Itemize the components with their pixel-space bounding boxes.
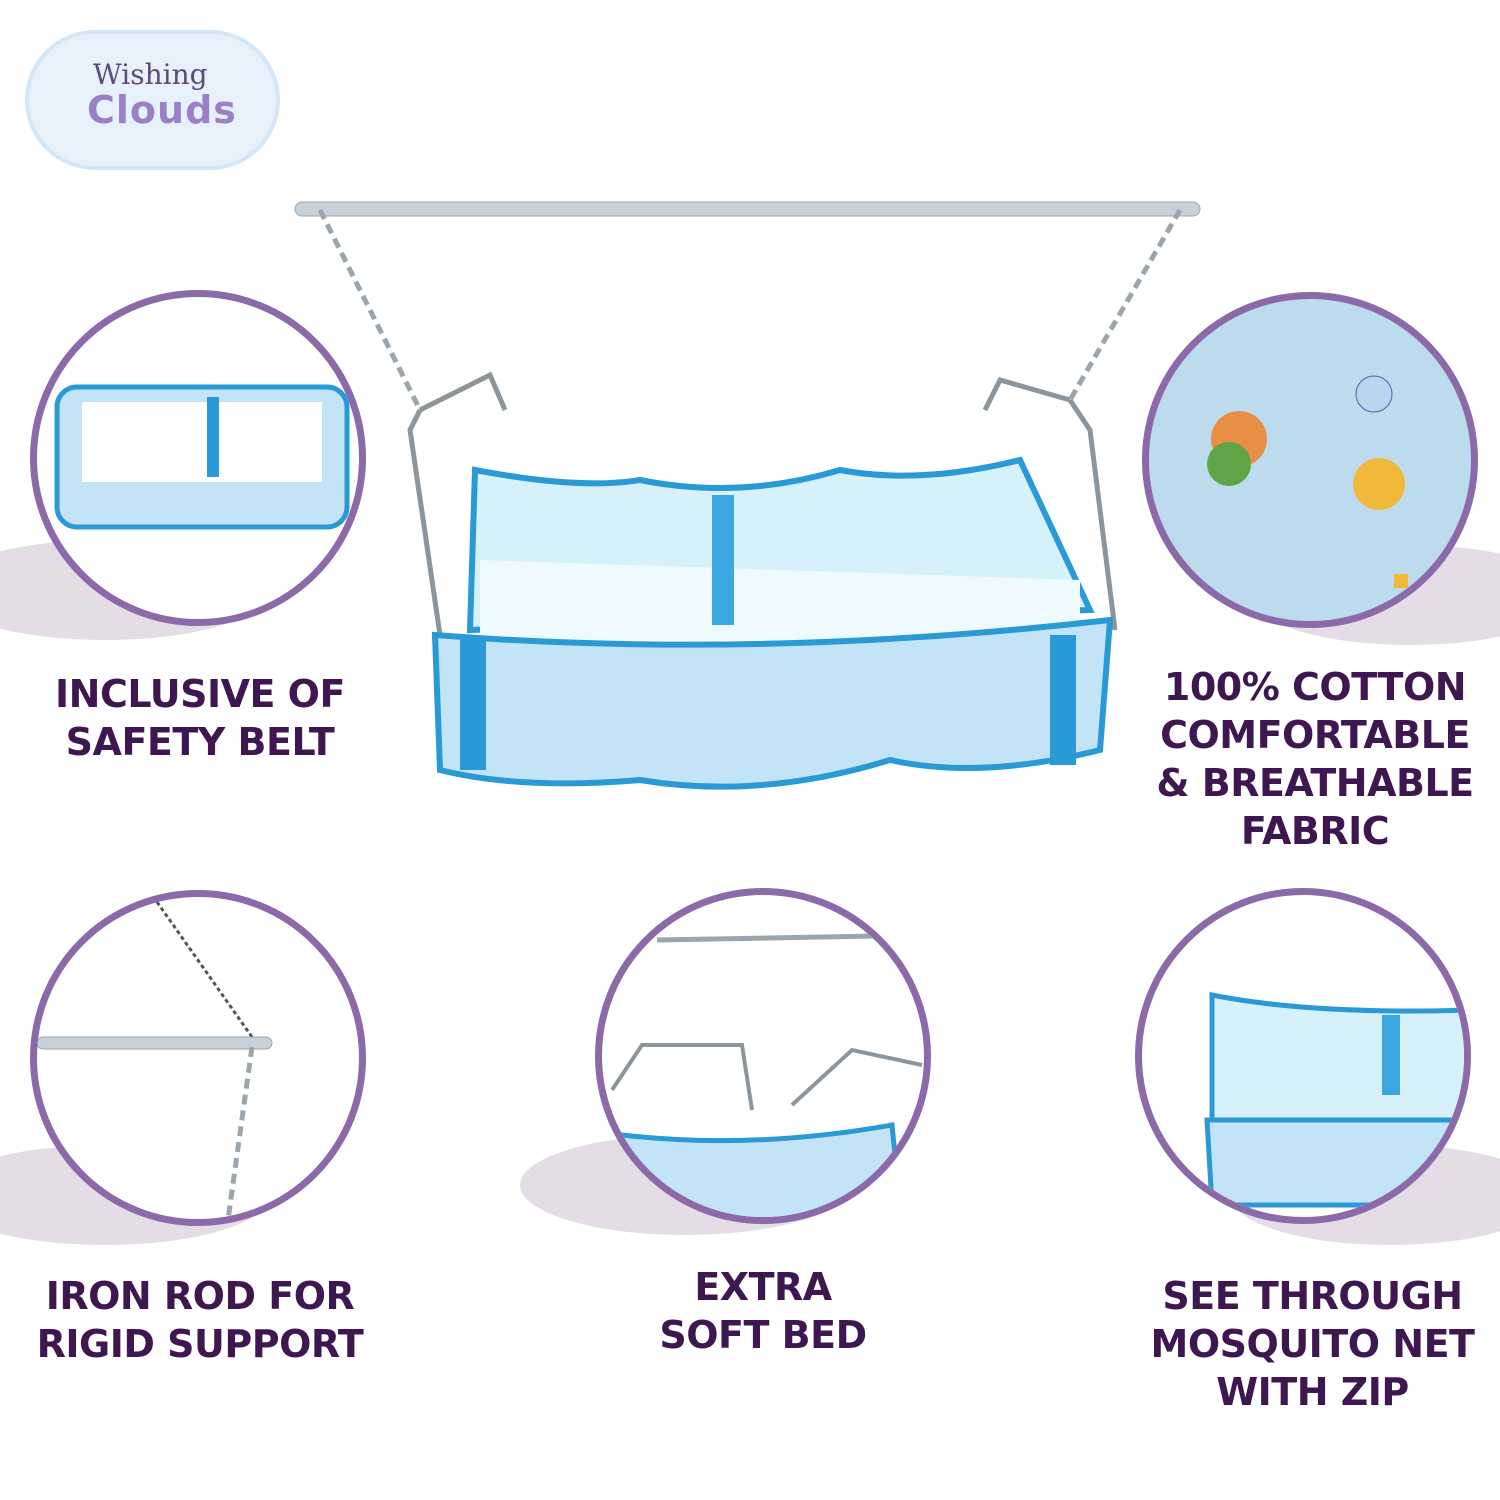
- label-line: WITH ZIP: [1216, 1370, 1409, 1414]
- hangers: [407, 371, 1118, 636]
- label-line: SEE THROUGH: [1162, 1274, 1463, 1318]
- logo-text-wishing: Wishing: [93, 58, 208, 91]
- feature-label-soft-bed: EXTRA SOFT BED: [583, 1263, 943, 1359]
- detail-circle-iron-rod: [30, 890, 366, 1226]
- label-line: INCLUSIVE OF: [55, 672, 345, 716]
- detail-circle-cotton-fabric: [1142, 292, 1478, 628]
- label-line: SAFETY BELT: [65, 720, 335, 764]
- bed-cushion: [480, 560, 1080, 640]
- feature-label-mosquito-net: SEE THROUGH MOSQUITO NET WITH ZIP: [1125, 1272, 1500, 1416]
- chains: [317, 208, 1183, 412]
- feature-label-safety-belt: INCLUSIVE OF SAFETY BELT: [20, 670, 380, 766]
- label-line: & BREATHABLE: [1156, 761, 1474, 805]
- safety-belt-photo: [54, 384, 350, 530]
- label-line: MOSQUITO NET: [1150, 1322, 1475, 1366]
- soft-bed-photo: [610, 932, 924, 1217]
- fabric-print-photo: [1207, 375, 1408, 588]
- feature-label-cotton-fabric: 100% COTTON COMFORTABLE & BREATHABLE FAB…: [1130, 663, 1500, 855]
- logo-text-clouds: Clouds: [87, 88, 237, 132]
- label-line: COMFORTABLE: [1160, 713, 1470, 757]
- logo-cloud: [25, 30, 280, 170]
- safety-belt-strap: [712, 495, 734, 625]
- label-line: SOFT BED: [659, 1313, 867, 1357]
- strap-left: [460, 640, 486, 770]
- detail-circle-mosquito-net: [1135, 888, 1471, 1224]
- iron-rod: [294, 201, 1201, 217]
- strap-right: [1050, 635, 1076, 765]
- label-line: 100% COTTON: [1163, 665, 1467, 709]
- iron-rod-photo: [37, 901, 273, 1219]
- cradle-product-image: [294, 201, 1201, 790]
- label-line: RIGID SUPPORT: [36, 1322, 364, 1366]
- mosquito-net-photo: [1204, 991, 1464, 1208]
- detail-circle-soft-bed: [595, 888, 931, 1224]
- label-line: FABRIC: [1240, 809, 1390, 853]
- label-line: EXTRA: [694, 1265, 832, 1309]
- bed-front: [431, 616, 1114, 790]
- feature-label-iron-rod: IRON ROD FOR RIGID SUPPORT: [10, 1272, 390, 1368]
- brand-logo: Wishing Clouds: [25, 30, 280, 170]
- detail-circle-safety-belt: [30, 290, 366, 626]
- label-line: IRON ROD FOR: [45, 1274, 355, 1318]
